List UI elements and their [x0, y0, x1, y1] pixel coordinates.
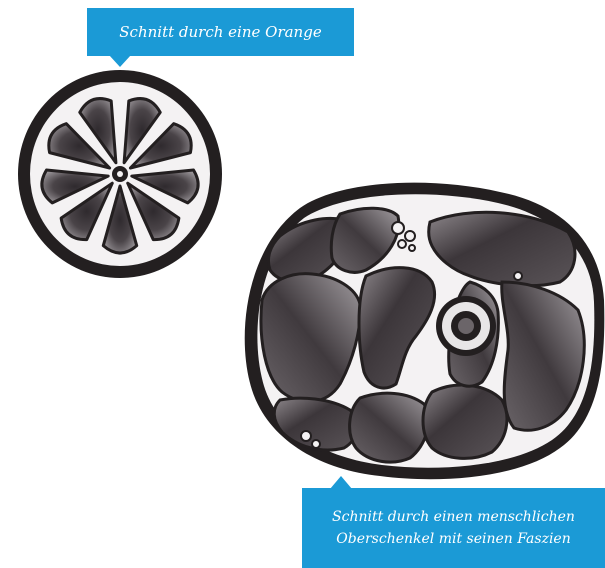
orange-core-center	[117, 171, 123, 177]
thigh-muscle-lower-center	[350, 393, 429, 462]
thigh-caption-pointer	[330, 476, 352, 489]
orange-caption-pointer	[109, 55, 131, 67]
thigh-caption-line2: Oberschenkel mit seinen Faszien	[302, 528, 605, 550]
thigh-caption-callout: Schnitt durch einen menschlichen Obersch…	[302, 488, 605, 568]
femur-bone	[436, 296, 496, 356]
thigh-caption-line1: Schnitt durch einen menschlichen	[302, 506, 605, 528]
orange-caption: Schnitt durch eine Orange	[119, 23, 321, 41]
thigh-cross-section	[245, 183, 605, 480]
thigh-muscle-lower-right	[423, 385, 507, 458]
orange-caption-callout: Schnitt durch eine Orange	[87, 8, 354, 56]
orange-cross-section	[18, 70, 222, 278]
